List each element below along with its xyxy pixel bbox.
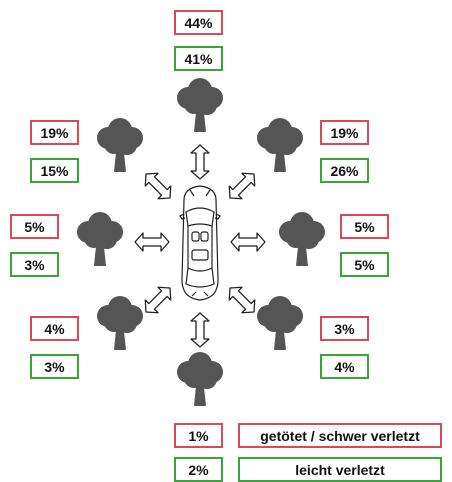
double-arrow-icon <box>222 280 262 320</box>
double-arrow-icon <box>190 144 210 180</box>
double-arrow-icon <box>138 280 178 320</box>
tree-icon <box>97 118 143 172</box>
legend-light-label: leicht verletzt <box>238 457 442 482</box>
legend-severe-value: 1% <box>174 423 223 448</box>
tree-icon <box>177 352 223 406</box>
tree-icon <box>279 212 325 266</box>
rear-right-severe-value: 3% <box>320 316 369 341</box>
legend-light-value: 2% <box>174 457 223 482</box>
left-light-value: 3% <box>10 252 59 277</box>
tree-icon <box>257 118 303 172</box>
front-severe-value: 44% <box>174 10 223 35</box>
right-light-value: 5% <box>340 252 389 277</box>
legend-severe-label: getötet / schwer verletzt <box>238 423 442 448</box>
car-icon <box>179 185 221 301</box>
double-arrow-icon <box>134 232 170 252</box>
front-right-light-value: 26% <box>320 158 369 183</box>
double-arrow-icon <box>138 166 178 206</box>
front-left-severe-value: 19% <box>30 120 79 145</box>
tree-icon <box>77 212 123 266</box>
tree-icon <box>177 78 223 132</box>
rear-left-light-value: 3% <box>30 354 79 379</box>
tree-icon <box>97 296 143 350</box>
rear-left-severe-value: 4% <box>30 316 79 341</box>
front-right-severe-value: 19% <box>320 120 369 145</box>
double-arrow-icon <box>222 166 262 206</box>
double-arrow-icon <box>190 312 210 348</box>
rear-right-light-value: 4% <box>320 354 369 379</box>
front-left-light-value: 15% <box>30 158 79 183</box>
right-severe-value: 5% <box>340 214 389 239</box>
front-light-value: 41% <box>174 46 223 71</box>
tree-icon <box>257 296 303 350</box>
left-severe-value: 5% <box>10 214 59 239</box>
double-arrow-icon <box>230 232 266 252</box>
